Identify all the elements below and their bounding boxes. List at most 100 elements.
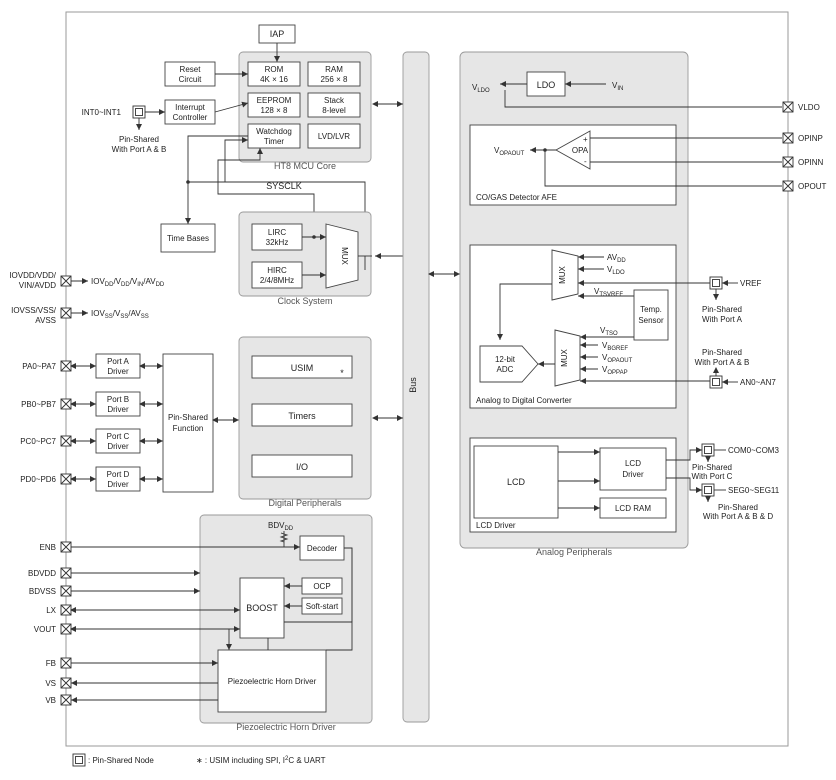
bdvdd-pin	[60, 567, 72, 579]
vout-pin-label: VOUT	[34, 625, 56, 634]
watchdog-block	[247, 123, 301, 149]
clock-mux-label: MUX	[340, 247, 349, 265]
interrupt-label-2: Controller	[173, 113, 208, 122]
vref-note-1: Pin-Shared	[702, 305, 742, 314]
psf-label: Pin-Shared	[168, 413, 208, 422]
clock-mux	[325, 223, 359, 289]
afe-label: CO/GAS Detector AFE	[476, 193, 557, 202]
legend-pin-shared-node: : Pin-Shared Node	[88, 756, 154, 765]
opout-pin-label: OPOUT	[798, 182, 827, 191]
watchdog-label: Watchdog	[256, 127, 292, 136]
vs-pin	[60, 677, 72, 689]
an-note-2: With Port A & B	[695, 358, 750, 367]
seg-note-2: With Port A & B & D	[703, 512, 773, 521]
port-d-label: Port D	[107, 470, 130, 479]
int-pin-label: INT0~INT1	[82, 108, 122, 117]
lcd-ram-label: LCD RAM	[615, 504, 651, 513]
pb-pin-label: PB0~PB7	[21, 400, 56, 409]
decoder-label: Decoder	[307, 544, 338, 553]
lirc-block	[251, 223, 303, 251]
int-note-1: Pin-Shared	[119, 135, 159, 144]
lcd-label: LCD	[507, 477, 526, 487]
opinp-pin	[782, 132, 794, 144]
vldo-pin	[782, 101, 794, 113]
usim-block	[251, 355, 353, 379]
com-pin-label: COM0~COM3	[728, 446, 779, 455]
rom-size: 4K × 16	[260, 75, 288, 84]
bdvdd-pin-label: BDVDD	[28, 569, 56, 578]
enb-pin-label: ENB	[40, 543, 56, 552]
iovss-pin	[60, 307, 72, 319]
vldo-pin-label: VLDO	[798, 103, 820, 112]
analog-peripherals-label: Analog Peripherals	[536, 547, 613, 557]
iovdd-internal-label: IOVDD/VDD/VIN/AVDD	[91, 277, 165, 288]
stack-label: Stack	[324, 96, 345, 105]
port-b-label-2: Driver	[107, 405, 129, 414]
vref-note-2: With Port A	[702, 315, 743, 324]
an-note-1: Pin-Shared	[702, 348, 742, 357]
opout-pin	[782, 180, 794, 192]
hirc-freq: 2/4/8MHz	[260, 276, 294, 285]
an-pin-shared-node	[709, 375, 723, 389]
stack-block	[307, 92, 361, 118]
opa-amplifier	[555, 130, 591, 170]
fb-pin	[60, 657, 72, 669]
com-note-1: Pin-Shared	[692, 463, 732, 472]
lx-pin-label: LX	[46, 606, 56, 615]
time-bases-label: Time Bases	[167, 234, 209, 243]
clock-system-label: Clock System	[277, 296, 332, 306]
bus-label: Bus	[408, 377, 418, 393]
vout-pin	[60, 623, 72, 635]
vldo-signal: VLDO	[472, 83, 490, 94]
iovdd-pin-label: IOVDD/VDD/	[9, 271, 56, 280]
io-block	[251, 454, 353, 478]
iovss-internal-label: IOVSS/VSS/AVSS	[91, 309, 149, 320]
fb-pin-label: FB	[46, 659, 56, 668]
pd-pin	[60, 473, 72, 485]
hirc-label: HIRC	[267, 266, 287, 275]
rom-block	[247, 61, 301, 87]
port-a-label-2: Driver	[107, 367, 129, 376]
iovdd-pin-label-2: VIN/AVDD	[19, 281, 56, 290]
pc-pin	[60, 435, 72, 447]
bdvss-pin	[60, 585, 72, 597]
lirc-freq: 32kHz	[266, 238, 289, 247]
lirc-label: LIRC	[268, 228, 286, 237]
opinn-pin-label: OPINN	[798, 158, 824, 167]
opa-label: OPA	[572, 146, 589, 155]
bdvdd-signal: BDVDD	[268, 521, 294, 532]
usim-star: *	[340, 368, 344, 378]
ldo-label: LDO	[537, 80, 556, 90]
lcd-driver-label-2: Driver	[622, 470, 644, 479]
ldo-block	[526, 71, 566, 97]
boost-block	[239, 577, 285, 639]
timers-label: Timers	[288, 411, 316, 421]
timers-block	[251, 403, 353, 427]
sysclk-label: SYSCLK	[266, 181, 302, 191]
pc-pin-label: PC0~PC7	[20, 437, 56, 446]
lcd-group-label: LCD Driver	[476, 521, 516, 530]
legend-pin-shared-node-icon	[72, 753, 86, 767]
opa-minus: -	[584, 157, 587, 166]
vldo-adc-signal: VLDO	[607, 265, 625, 276]
lx-pin	[60, 604, 72, 616]
pb-pin	[60, 398, 72, 410]
bus	[402, 51, 430, 723]
interrupt-label: Interrupt	[175, 103, 206, 112]
adc-group-label: Analog to Digital Converter	[476, 396, 572, 405]
port-d-label-2: Driver	[107, 480, 129, 489]
rom-label: ROM	[265, 65, 284, 74]
ram-size: 256 × 8	[321, 75, 348, 84]
vb-pin-label: VB	[45, 696, 56, 705]
usim-label: USIM	[291, 363, 314, 373]
port-c-label: Port C	[107, 432, 130, 441]
lcd-driver-block	[599, 447, 667, 491]
adc-label-2: ADC	[497, 365, 514, 374]
vref-pin-shared-node	[709, 276, 723, 290]
digital-peripherals-label: Digital Peripherals	[268, 498, 342, 508]
seg-pin-label: SEG0~SEG11	[728, 486, 780, 495]
vtso-signal: VTSO	[600, 326, 618, 337]
port-a-label: Port A	[107, 357, 129, 366]
lcd-driver-label: LCD	[625, 459, 641, 468]
